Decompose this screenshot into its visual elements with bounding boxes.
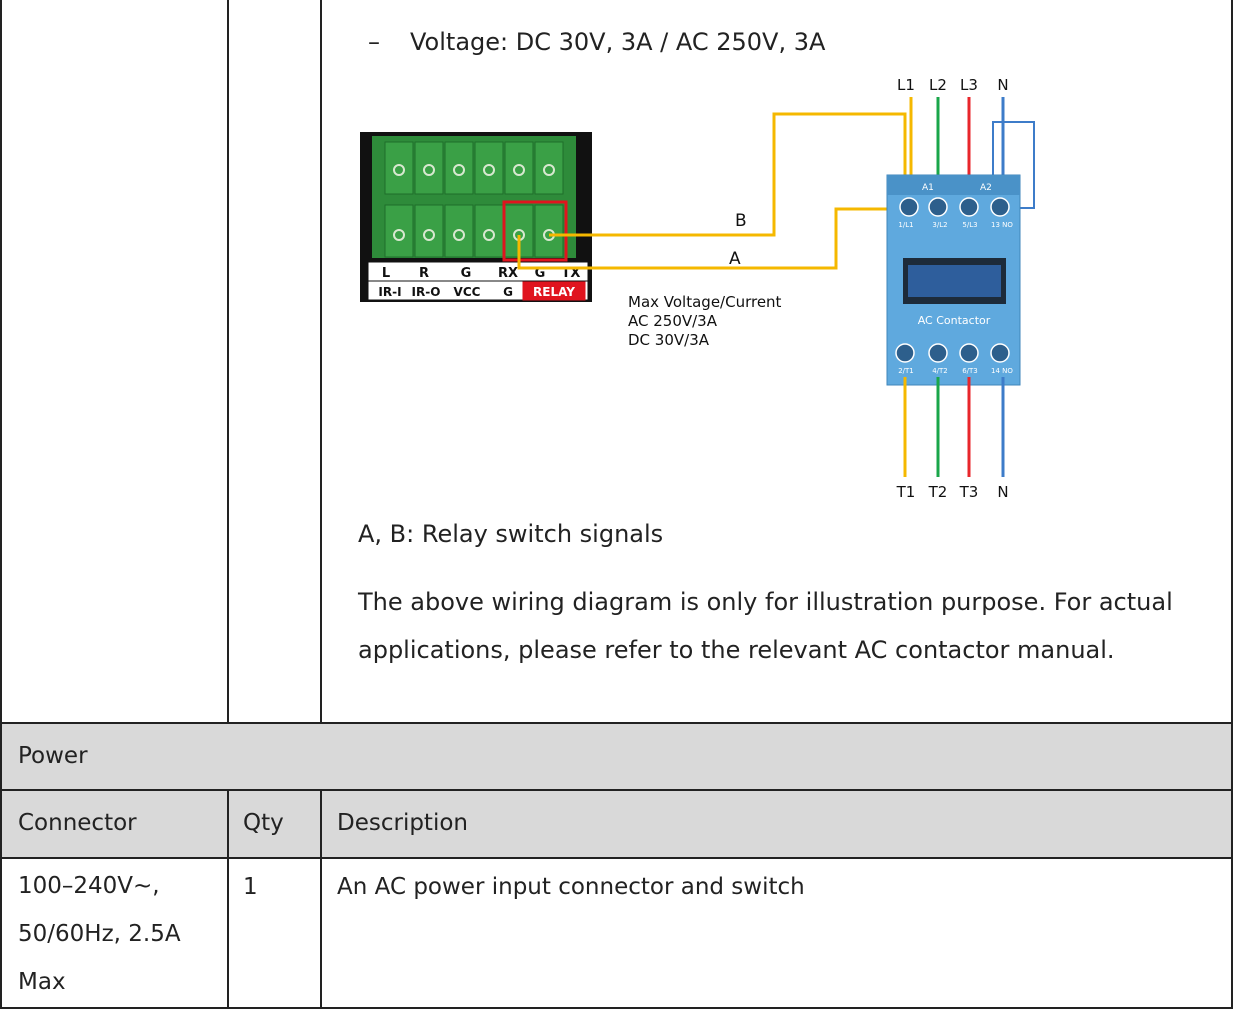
column-divider-2b — [320, 790, 322, 1009]
svg-text:4/T2: 4/T2 — [932, 367, 948, 375]
phase-label: T1 — [896, 483, 916, 501]
svg-text:13 NO: 13 NO — [991, 221, 1013, 229]
power-section-band — [0, 723, 1233, 790]
svg-text:14 NO: 14 NO — [991, 367, 1013, 375]
svg-text:5/L3: 5/L3 — [962, 221, 977, 229]
column-header-connector: Connector — [18, 810, 137, 836]
table-border-right — [1231, 0, 1233, 1009]
terminal-label: IR-I — [378, 285, 401, 299]
phase-label: T3 — [959, 483, 979, 501]
wiring-diagram: L R G RX G TX IR-I IR-O VCC G RELAY B A … — [360, 76, 1035, 501]
relay-pin-highlight — [502, 200, 568, 262]
terminal-label: IR-O — [412, 285, 441, 299]
wire-b-label: B — [735, 211, 747, 231]
phase-label: L1 — [897, 76, 915, 94]
phase-label: L3 — [960, 76, 978, 94]
contactor-label: AC Contactor — [918, 314, 991, 327]
phase-label: T2 — [928, 483, 948, 501]
svg-text:DC 30V/3A: DC 30V/3A — [628, 331, 710, 349]
illustration-note: The above wiring diagram is only for ill… — [358, 588, 1173, 664]
max-rating-note: Max Voltage/Current AC 250V/3A DC 30V/3A — [628, 293, 782, 349]
coil-a1-label: A1 — [922, 183, 934, 193]
column-divider-2 — [320, 0, 322, 723]
qty-value: 1 — [243, 874, 258, 900]
terminal-label: VCC — [454, 285, 481, 299]
column-header-description: Description — [337, 810, 468, 836]
terminal-label: L — [382, 266, 390, 281]
connector-value: 100–240V~, 50/60Hz, 2.5A Max — [18, 873, 181, 995]
svg-text:Max Voltage/Current: Max Voltage/Current — [628, 293, 782, 311]
description-value: An AC power input connector and switch — [337, 874, 805, 900]
terminal-label: TX — [562, 266, 581, 281]
terminal-label: G — [461, 266, 472, 281]
column-divider-1 — [227, 0, 229, 723]
wire-a — [517, 207, 890, 270]
wire-b — [549, 112, 907, 237]
relay-label: RELAY — [533, 285, 575, 299]
row-divider — [0, 857, 1233, 859]
svg-text:2/T1: 2/T1 — [898, 367, 914, 375]
section-title-power: Power — [18, 743, 88, 769]
coil-a2-label: A2 — [980, 183, 992, 193]
terminal-label: G — [503, 285, 513, 299]
svg-text:3/L2: 3/L2 — [932, 221, 947, 229]
ac-contactor: A1 A2 1/L1 3/L2 5/L3 13 NO 2/T1 4/T2 6/T… — [886, 174, 1021, 386]
column-header-band — [0, 790, 1233, 858]
terminal-label: G — [535, 266, 546, 281]
voltage-spec: Voltage: DC 30V, 3A / AC 250V, 3A — [410, 28, 826, 56]
svg-text:6/T3: 6/T3 — [962, 367, 978, 375]
wire-a-label: A — [729, 249, 741, 269]
relay-terminal-block: L R G RX G TX IR-I IR-O VCC G RELAY — [360, 132, 592, 302]
table-border-bottom — [0, 1007, 1233, 1009]
svg-text:AC 250V/3A: AC 250V/3A — [628, 312, 718, 330]
diagram-caption: A, B: Relay switch signals — [358, 520, 664, 548]
terminal-label: RX — [498, 266, 518, 281]
row-divider — [0, 722, 1233, 724]
svg-text:1/L1: 1/L1 — [898, 221, 913, 229]
row-divider — [0, 789, 1233, 791]
phase-label: N — [997, 483, 1008, 501]
table-border-left — [0, 0, 2, 1009]
list-bullet: – — [368, 28, 380, 56]
terminal-label: R — [419, 266, 429, 281]
phase-label: L2 — [929, 76, 947, 94]
column-divider-1b — [227, 790, 229, 1009]
phase-label: N — [997, 76, 1008, 94]
column-header-qty: Qty — [243, 810, 284, 836]
